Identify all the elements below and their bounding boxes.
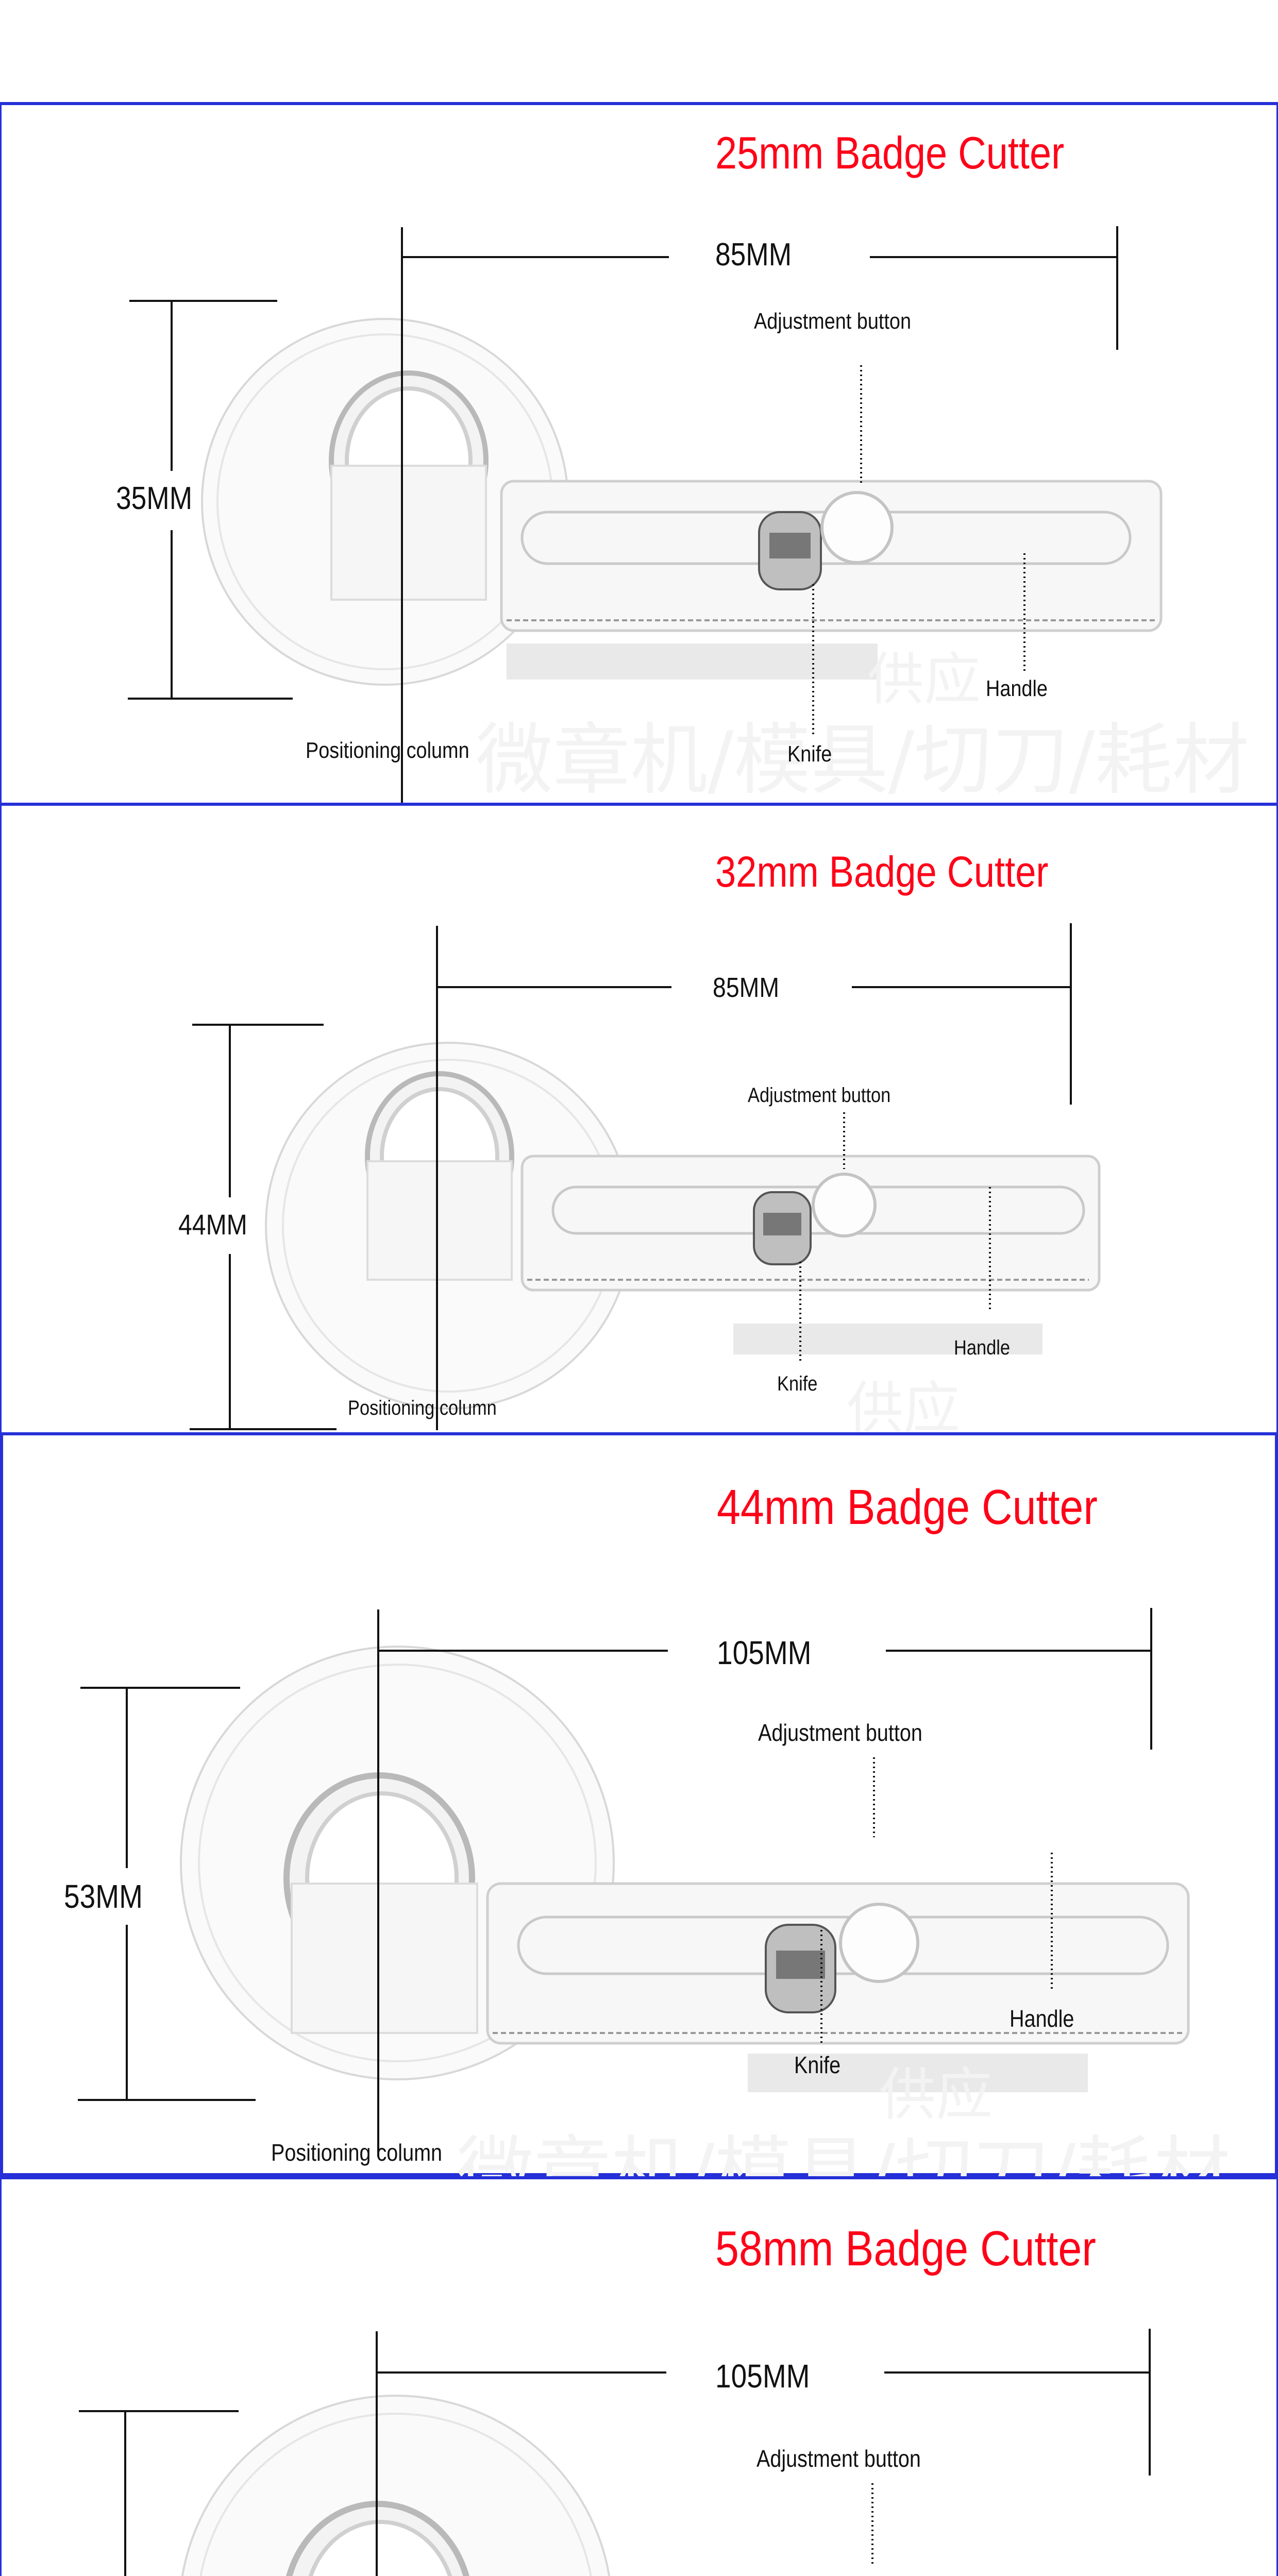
adjustment-button — [812, 1173, 877, 1238]
dimension-lines — [128, 226, 1118, 807]
length-dimension: 105MM — [715, 2358, 810, 2395]
label-adjustment-button: Adjustment button — [748, 1084, 891, 1107]
positioning-column — [329, 370, 489, 601]
label-positioning-column: Positioning column — [348, 1397, 497, 1419]
handle-body — [500, 480, 1163, 632]
cutter-diagram — [79, 2329, 1151, 2576]
label-adjustment-button: Adjustment button — [756, 2445, 921, 2472]
label-adjustment-button: Adjustment button — [758, 1719, 922, 1746]
watermark-line2: 微章机/模具/切刀/耗材 — [476, 716, 1250, 805]
label-knife: Knife — [794, 2052, 841, 2078]
product-panel-44mm: 供应 微章机/模具/切刀/耗材 44mm Badge Cutter 105MM … — [0, 1432, 1278, 2218]
section-title: 32mm Badge Cutter — [715, 848, 1049, 896]
callout-lines — [871, 2483, 873, 2566]
cutter-diagram — [78, 1608, 1190, 2157]
product-panel-32mm: 供应 微章机/模具/切刀/耗材 32mm Badge Cutter 85MM 4… — [0, 803, 1278, 1516]
length-dimension: 85MM — [713, 972, 780, 1003]
label-adjustment-button: Adjustment button — [754, 309, 912, 334]
cutter-shadow — [507, 643, 878, 680]
callout-lines — [812, 365, 1025, 736]
adjustment-button — [820, 491, 894, 564]
length-dimension: 105MM — [717, 1634, 812, 1671]
adjustment-button — [839, 1903, 919, 1983]
cutter-diagram — [128, 226, 1163, 807]
dimension-lines — [190, 923, 1072, 1430]
height-dimension: 53MM — [64, 1878, 143, 1915]
handle-body — [486, 1882, 1190, 2045]
callout-lines — [799, 1112, 991, 1362]
cutter-diagram — [190, 923, 1101, 1430]
dimension-lines — [79, 2329, 1151, 2576]
section-title: 58mm Badge Cutter — [715, 2221, 1096, 2276]
watermark-line1: 供应 — [847, 1376, 960, 1442]
product-panel-25mm: 供应 微章机/模具/切刀/耗材 25mm Badge Cutter 85MM 3… — [0, 102, 1278, 807]
height-dimension: 35MM — [116, 481, 193, 516]
label-knife: Knife — [777, 1372, 818, 1395]
watermark-line1: 供应 — [867, 647, 981, 713]
callout-lines — [820, 1757, 1053, 2046]
label-handle: Handle — [986, 676, 1048, 701]
knife-blade — [758, 511, 822, 590]
watermark-line1: 供应 — [879, 2062, 993, 2128]
label-handle: Handle — [1010, 2005, 1074, 2032]
dimension-lines — [78, 1608, 1152, 2157]
length-dimension: 85MM — [715, 237, 792, 273]
label-knife: Knife — [787, 741, 832, 767]
section-title: 44mm Badge Cutter — [717, 1480, 1098, 1535]
label-handle: Handle — [954, 1336, 1011, 1359]
label-positioning-column: Positioning column — [306, 738, 469, 763]
product-panel-58mm: 供应 微章机/模具/切刀/耗材 58mm Badge Cutter 105MM … — [0, 2176, 1278, 2576]
section-title: 25mm Badge Cutter — [715, 127, 1065, 178]
label-positioning-column: Positioning column — [271, 2139, 443, 2166]
height-dimension: 44MM — [178, 1208, 247, 1241]
